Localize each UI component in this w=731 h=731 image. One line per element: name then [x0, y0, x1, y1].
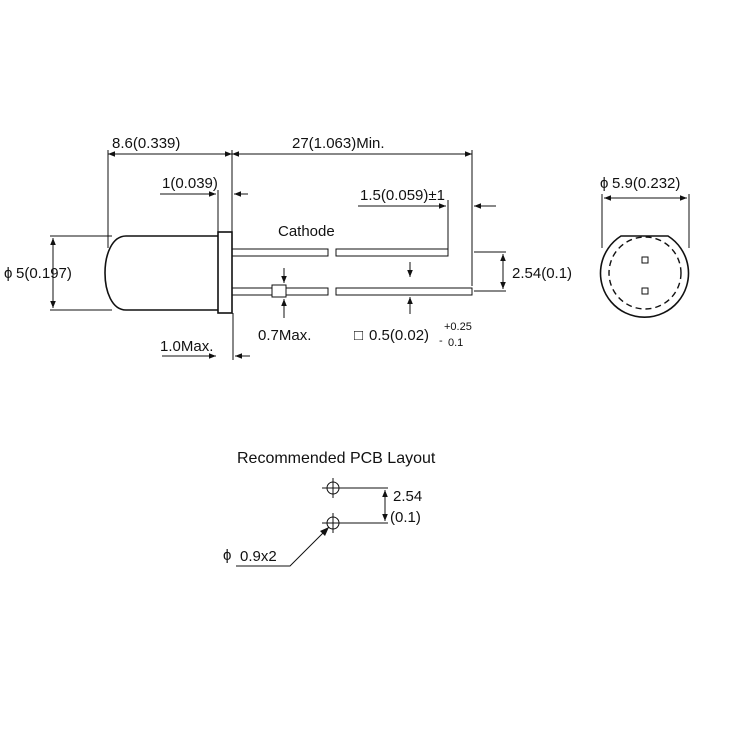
pcb-pitch-mm: 2.54: [393, 488, 422, 505]
lead-lower: [231, 284, 473, 298]
tol-minus-sign: -: [439, 335, 443, 347]
dim-diameter: 5(0.197): [16, 265, 72, 282]
dim-lead-stub: 1.5(0.059)±1: [360, 187, 445, 204]
end-view-lens-dashed: [608, 236, 682, 310]
dim-lead-bend: 0.7Max.: [258, 327, 311, 344]
dim-flange-diameter: 5.9(0.232): [612, 175, 680, 192]
dim-flange-max: 1.0Max.: [160, 338, 213, 355]
led-end-view: ϕ 5.9(0.232): [599, 175, 690, 318]
phi-symbol-hole: ϕ: [223, 547, 231, 564]
dim-flange-thickness: 1(0.039): [162, 175, 218, 192]
phi-symbol-flange: ϕ: [600, 175, 608, 192]
pcb-layout: Recommended PCB Layout 2.54 (0.1) ϕ 0.9x…: [223, 450, 436, 567]
dim-lead-length: 27(1.063)Min.: [292, 135, 385, 152]
pcb-hole-size: 0.9x2: [240, 548, 277, 565]
tol-plus: +0.25: [444, 321, 472, 333]
pcb-pitch-in: (0.1): [390, 509, 421, 526]
square-symbol: □: [354, 327, 363, 344]
tol-minus: 0.1: [448, 337, 463, 349]
dim-lead-pitch: 2.54(0.1): [512, 265, 572, 282]
dim-lead-square: 0.5(0.02): [369, 327, 429, 344]
cathode-label: Cathode: [278, 223, 335, 240]
led-lens-body: [104, 235, 218, 311]
end-view-lead-1: [641, 256, 649, 264]
led-side-view: 8.6(0.339) 27(1.063)Min. 1(0.039) 1.5(0.…: [4, 135, 572, 360]
dim-body-length: 8.6(0.339): [112, 135, 180, 152]
lead-upper: [231, 248, 449, 257]
pcb-layout-title: Recommended PCB Layout: [237, 450, 436, 467]
end-view-lead-2: [641, 287, 649, 295]
led-flange: [217, 231, 233, 314]
end-view-outline: [599, 235, 690, 318]
phi-symbol-diameter: ϕ: [4, 265, 12, 282]
